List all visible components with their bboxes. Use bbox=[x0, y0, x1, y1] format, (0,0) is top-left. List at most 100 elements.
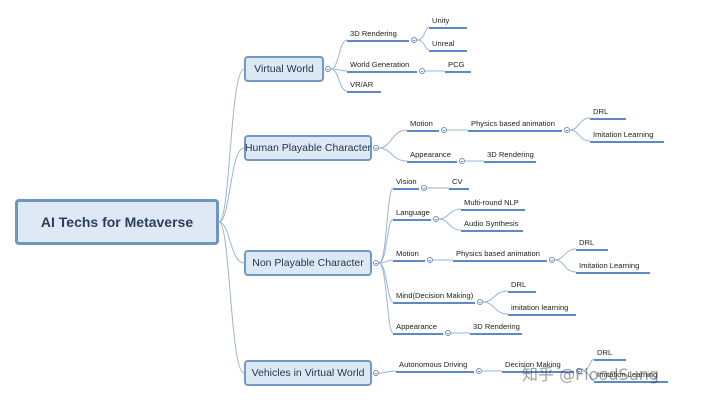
node-underline bbox=[445, 71, 471, 73]
node-underline bbox=[396, 371, 474, 373]
root-connector-line bbox=[218, 147, 245, 223]
node-drl: DRL bbox=[597, 348, 613, 357]
node-underline bbox=[393, 333, 443, 335]
node-underline bbox=[576, 249, 608, 251]
node-multi-round-nlp: Multi-round NLP bbox=[464, 198, 519, 207]
node-audio-synthesis: Audio Synthesis bbox=[464, 219, 519, 228]
node-physics-based-animation: Physics based animation bbox=[471, 119, 555, 128]
collapse-icon[interactable] bbox=[373, 145, 379, 151]
node-physics-based-animation: Physics based animation bbox=[456, 249, 540, 258]
collapse-icon[interactable] bbox=[427, 257, 433, 263]
connector-line bbox=[482, 301, 509, 315]
root-connector-line bbox=[218, 221, 245, 374]
node-underline bbox=[347, 71, 417, 73]
node-vision: Vision bbox=[396, 177, 417, 186]
node-drl: DRL bbox=[511, 280, 527, 289]
node-3d-rendering: 3D Rendering bbox=[350, 29, 397, 38]
node-underline bbox=[407, 130, 439, 132]
root-topic: AI Techs for Metaverse bbox=[15, 199, 219, 245]
connector-line bbox=[330, 68, 348, 92]
node-underline bbox=[347, 40, 409, 42]
node-underline bbox=[594, 359, 626, 361]
node-underline bbox=[393, 260, 425, 262]
node-underline bbox=[393, 188, 419, 190]
node-underline bbox=[347, 91, 381, 93]
node-motion: Motion bbox=[410, 119, 433, 128]
node-drl: DRL bbox=[579, 238, 595, 247]
collapse-icon[interactable] bbox=[411, 37, 417, 43]
root-connector-line bbox=[218, 221, 245, 264]
collapse-icon[interactable] bbox=[459, 158, 465, 164]
node-mind-decision-making: Mind(Decision Making) bbox=[396, 291, 474, 300]
connector-line bbox=[378, 129, 408, 149]
collapse-icon[interactable] bbox=[476, 368, 482, 374]
root-connector-line bbox=[218, 68, 245, 223]
connector-line bbox=[569, 117, 591, 131]
connector-line bbox=[378, 262, 394, 334]
node-drl: DRL bbox=[593, 107, 609, 116]
connector-line bbox=[438, 218, 462, 231]
collapse-icon[interactable] bbox=[373, 260, 379, 266]
node-pcg: PCG bbox=[448, 60, 465, 69]
node-cv: CV bbox=[452, 177, 463, 186]
collapse-icon[interactable] bbox=[419, 68, 425, 74]
connector-line bbox=[416, 39, 430, 51]
collapse-icon[interactable] bbox=[576, 368, 582, 374]
connector-line bbox=[330, 39, 348, 70]
node-unreal: Unreal bbox=[432, 39, 455, 48]
node-underline bbox=[407, 161, 457, 163]
connector-line bbox=[416, 26, 430, 41]
connector-line bbox=[581, 358, 595, 372]
node-world-generation: World Generation bbox=[350, 60, 410, 69]
node-underline bbox=[468, 130, 562, 132]
node-underline bbox=[594, 381, 668, 383]
category-human-playable-character: Human Playable Character bbox=[244, 135, 372, 161]
node-underline bbox=[502, 371, 574, 373]
connector-line bbox=[554, 248, 577, 261]
connector-line bbox=[378, 218, 394, 264]
node-language: Language bbox=[396, 208, 430, 217]
collapse-icon[interactable] bbox=[549, 257, 555, 263]
node-decision-making: Decision Making bbox=[505, 360, 561, 369]
node-underline bbox=[461, 230, 523, 232]
node-3d-rendering: 3D Rendering bbox=[487, 150, 534, 159]
collapse-icon[interactable] bbox=[433, 216, 439, 222]
node-vr-ar: VR/AR bbox=[350, 80, 374, 89]
node-underline bbox=[508, 291, 536, 293]
node-imitation-learning: Imitation Learning bbox=[579, 261, 640, 270]
collapse-icon[interactable] bbox=[445, 330, 451, 336]
node-unity: Unity bbox=[432, 16, 450, 25]
collapse-icon[interactable] bbox=[373, 370, 379, 376]
connector-line bbox=[482, 290, 509, 303]
node-3d-rendering: 3D Rendering bbox=[473, 322, 520, 331]
collapse-icon[interactable] bbox=[564, 127, 570, 133]
node-underline bbox=[590, 118, 626, 120]
node-underline bbox=[484, 161, 536, 163]
node-underline bbox=[576, 272, 650, 274]
connector-line bbox=[438, 208, 462, 220]
node-autonomous-driving: Autonomous Driving bbox=[399, 360, 468, 369]
node-underline bbox=[470, 333, 522, 335]
collapse-icon[interactable] bbox=[325, 66, 331, 72]
node-appearance: Appearance bbox=[396, 322, 437, 331]
node-imitation-learning: Imitation Learning bbox=[597, 370, 658, 379]
connector-line bbox=[569, 129, 591, 142]
node-imitation-learning: Imitation Learning bbox=[593, 130, 654, 139]
node-imitation-learning: imitation learning bbox=[511, 303, 569, 312]
connector-line bbox=[378, 187, 394, 264]
category-vehicles-in-virtual-world: Vehicles in Virtual World bbox=[244, 360, 372, 386]
collapse-icon[interactable] bbox=[477, 299, 483, 305]
node-underline bbox=[429, 50, 467, 52]
connector-line bbox=[581, 370, 595, 382]
node-underline bbox=[508, 314, 576, 316]
connector-line bbox=[378, 370, 397, 374]
collapse-icon[interactable] bbox=[441, 127, 447, 133]
node-underline bbox=[590, 141, 664, 143]
node-underline bbox=[393, 302, 475, 304]
connector-line bbox=[554, 259, 577, 273]
connector-line bbox=[378, 259, 394, 264]
collapse-icon[interactable] bbox=[421, 185, 427, 191]
node-underline bbox=[393, 219, 431, 221]
